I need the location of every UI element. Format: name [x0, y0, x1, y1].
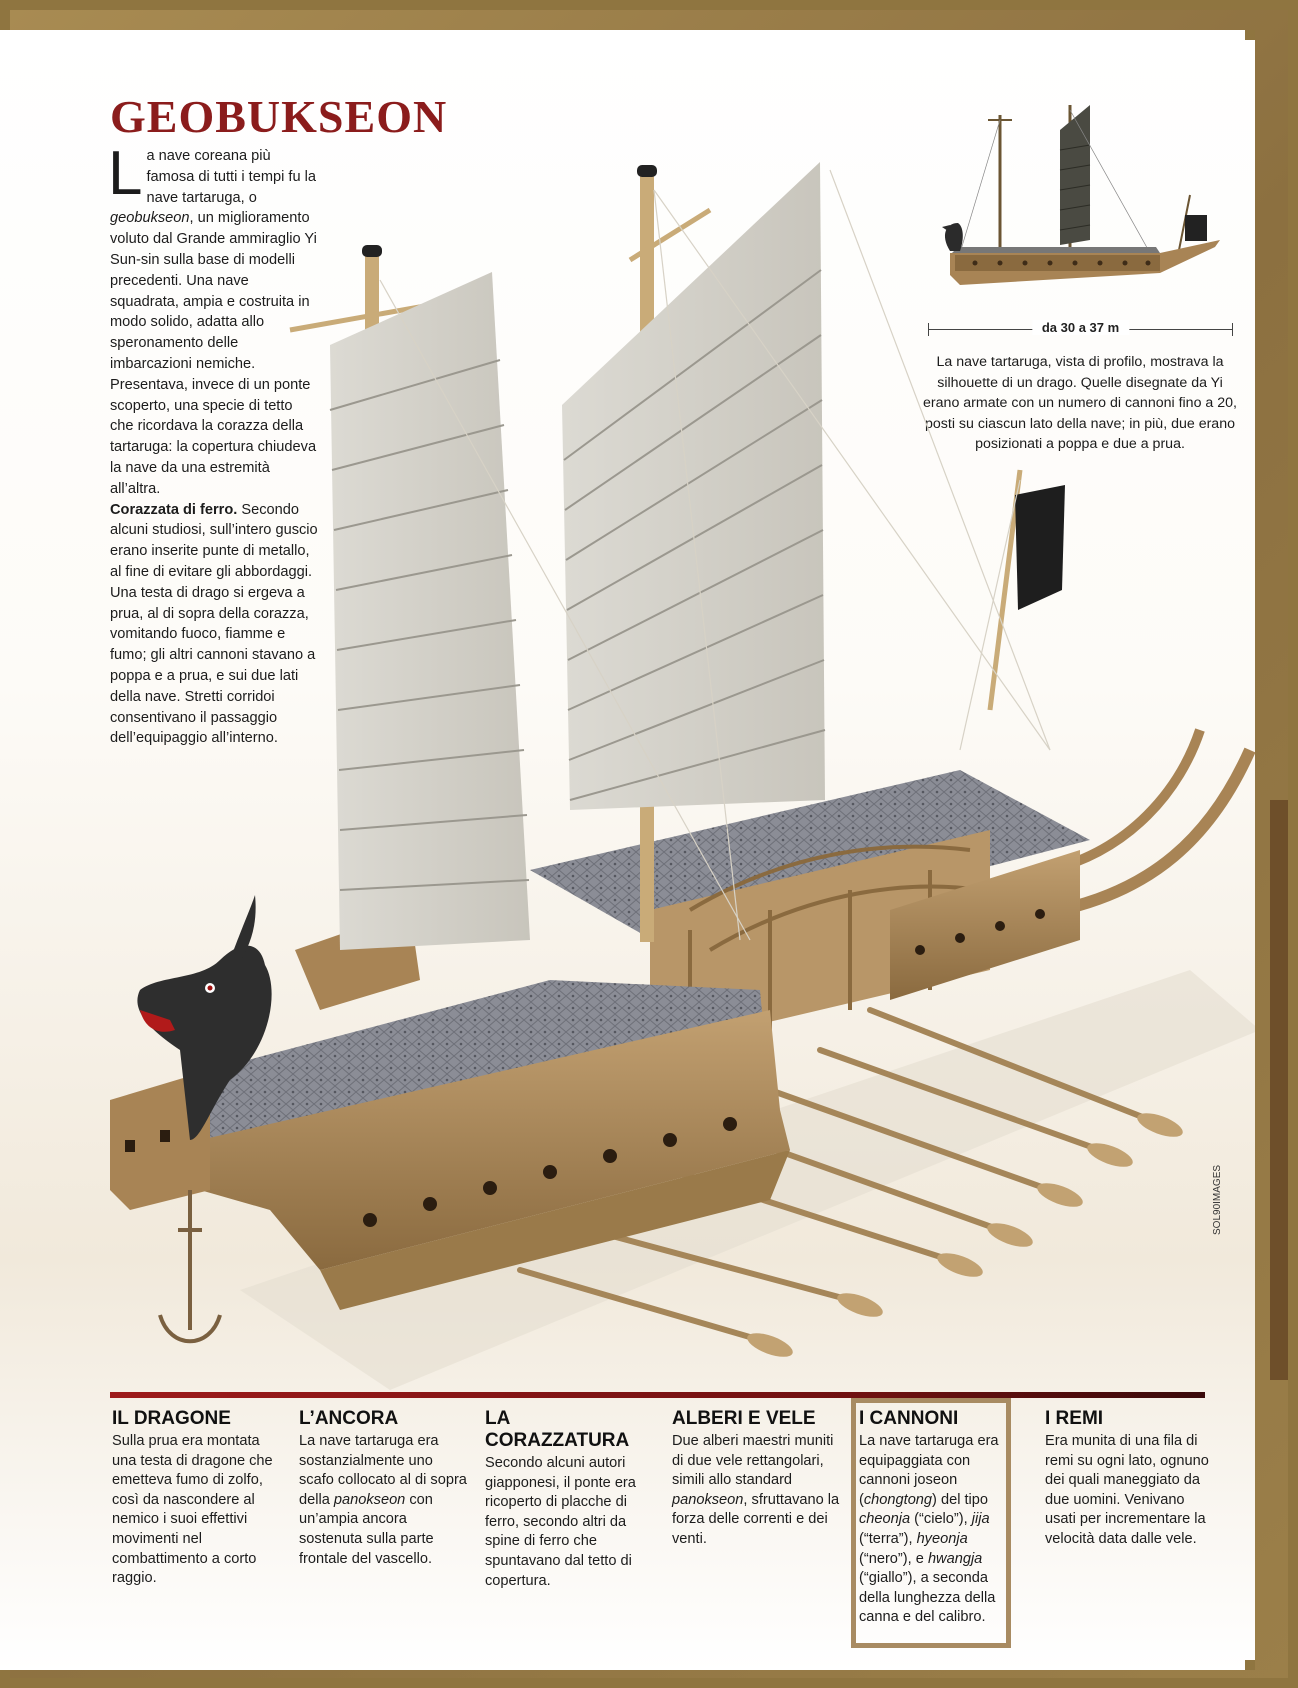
intro-part: Secondo alcuni studiosi, sull’intero gus… — [110, 501, 318, 747]
section-title: I REMI — [1045, 1408, 1104, 1429]
length-measure: da 30 a 37 m — [928, 320, 1233, 340]
section-text: Due alberi maestri muniti di due vele re… — [672, 1432, 844, 1550]
text-italic: hwangja — [927, 1550, 983, 1567]
intro-subhead: Corazzata di ferro. — [110, 501, 238, 518]
measure-tick — [928, 323, 929, 336]
intro-italic: geobukseon — [110, 210, 190, 227]
section-title: IL DRAGONE — [112, 1408, 231, 1429]
section-corazzatura: LA CORAZZATURA Secondo alcuni autori gia… — [485, 1408, 657, 1591]
section-cannoni: I CANNONI La nave tartaruga era equipagg… — [859, 1408, 1001, 1628]
dragon-head — [137, 895, 272, 1140]
text-part: (“cielo”), — [910, 1511, 972, 1528]
intro-part: a nave coreana più famosa di tutti i tem… — [146, 148, 317, 206]
text-part: La nave tartaruga era equipaggiata con c… — [859, 1433, 999, 1508]
side-accent — [1270, 800, 1288, 1380]
text-italic: hyeonja — [916, 1530, 968, 1547]
text-part: con un’ampia ancora sostenuta sulla part… — [299, 1491, 434, 1567]
text-italic: panokseon — [672, 1491, 744, 1508]
section-remi: I REMI Era munita di una fila di remi su… — [1045, 1408, 1210, 1550]
text-part: , sfruttavano la forza delle correnti e … — [672, 1491, 840, 1547]
section-text: La nave tartaruga era sostanzialmente un… — [299, 1432, 471, 1569]
corner-notch — [1245, 30, 1255, 40]
section-alberi-vele: ALBERI E VELE Due alberi maestri muniti … — [672, 1408, 844, 1550]
text-part: (“terra”), — [859, 1530, 917, 1547]
text-italic: chongtong — [863, 1491, 933, 1508]
highlight-box — [851, 1398, 1011, 1648]
text-part: (“nero”), e — [859, 1550, 928, 1567]
corner-notch — [1245, 1660, 1255, 1670]
text-part: ) del tipo — [932, 1491, 989, 1508]
section-title: L’ANCORA — [299, 1408, 399, 1429]
section-title: I CANNONI — [859, 1408, 959, 1429]
measure-label: da 30 a 37 m — [1031, 320, 1130, 335]
section-ancora: L’ANCORA La nave tartaruga era sostanzia… — [299, 1408, 471, 1569]
ship-profile-illustration — [942, 105, 1220, 285]
section-text: Secondo alcuni autori giapponesi, il pon… — [485, 1455, 636, 1589]
drop-cap: L — [108, 139, 143, 208]
text-italic: panokseon — [333, 1491, 406, 1508]
text-part: (“giallo”), a seconda della lunghezza de… — [859, 1570, 996, 1626]
text-italic: jija — [971, 1511, 990, 1528]
profile-caption: La nave tartaruga, vista di profilo, mos… — [923, 354, 1237, 452]
image-credit: SOL90IMAGES — [1212, 1164, 1223, 1235]
section-text: Era munita di una fila di remi su ogni l… — [1045, 1433, 1209, 1547]
section-dragone: IL DRAGONE Sulla prua era montata una te… — [112, 1408, 284, 1589]
measure-tick — [1232, 323, 1233, 336]
text-italic: cheonja — [859, 1511, 911, 1528]
section-title: LA CORAZZATURA — [485, 1408, 630, 1451]
turtle-ship-illustration — [110, 162, 1255, 1390]
intro-part: , un miglioramento voluto dal Grande amm… — [110, 210, 317, 497]
section-divider — [110, 1392, 1205, 1398]
section-title: ALBERI E VELE — [672, 1408, 816, 1429]
page-title: GEOBUKSEON — [110, 91, 448, 142]
text-part: La nave tartaruga era sostanzialmente un… — [299, 1433, 467, 1508]
text-part: Due alberi maestri muniti di due vele re… — [672, 1433, 834, 1489]
section-text: Sulla prua era montata una testa di drag… — [112, 1433, 273, 1587]
section-text: La nave tartaruga era equipaggiata con c… — [859, 1432, 1001, 1628]
